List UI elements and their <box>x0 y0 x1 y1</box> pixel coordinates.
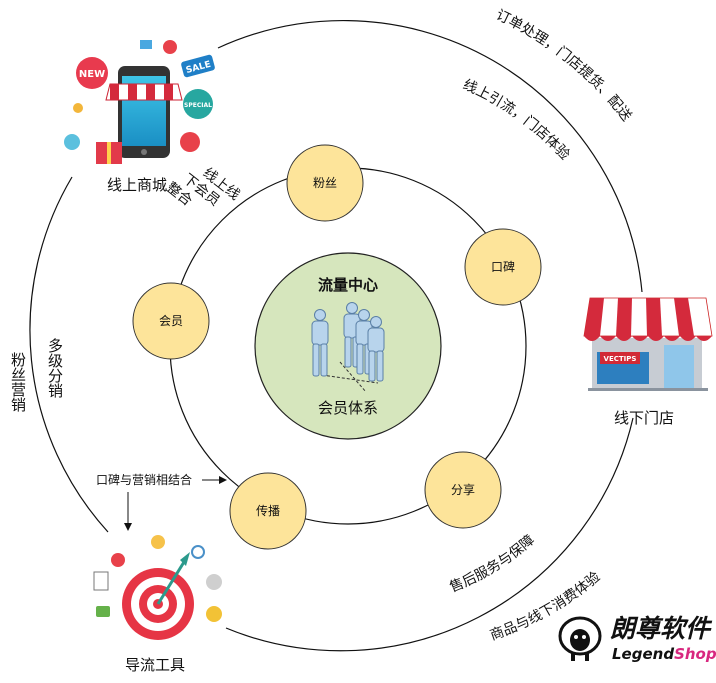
node-word-of-mouth: 口碑 <box>464 228 542 306</box>
node-share: 分享 <box>424 451 502 529</box>
flow-label: 口碑与营销相结合 <box>96 472 192 487</box>
node-word-of-mouth-label: 口碑 <box>491 259 515 274</box>
outer-arc-left <box>29 176 109 533</box>
outer-ring <box>29 19 643 652</box>
side-label-fans-marketing: 粉丝营销 <box>9 352 27 413</box>
logo-text-en: LegendShop <box>612 645 716 663</box>
center-title: 流量中心 <box>318 276 378 294</box>
store-sign: VECTIPS <box>604 355 637 363</box>
node-spread-label: 传播 <box>256 503 280 518</box>
corner-label-online-mall: 线上商城 <box>107 176 167 194</box>
online-mall-icon: NEW SALE SPECIAL <box>64 40 215 164</box>
arc-label-online-traffic: 线上引流，门店体验 <box>460 77 572 163</box>
sheep-logo-icon <box>558 616 602 661</box>
logo-text-shop: Shop <box>674 645 716 663</box>
node-fans-label: 粉丝 <box>313 176 337 190</box>
legendshop-logo: 朗尊软件 LegendShop <box>558 614 716 663</box>
corner-label-traffic-tools: 导流工具 <box>125 656 185 674</box>
mall-badge-special: SPECIAL <box>184 102 212 109</box>
node-share-label: 分享 <box>451 482 475 497</box>
corner-label-offline-store: 线下门店 <box>614 409 674 427</box>
offline-store-icon: VECTIPS <box>583 297 713 391</box>
node-spread: 传播 <box>229 472 307 550</box>
people-group-icon <box>311 302 385 393</box>
side-label-multi-level: 多级分销 <box>46 338 64 399</box>
arc-label-after-sales: 售后服务与保障 <box>447 532 537 596</box>
arc-label-member-merge: 线上线 下会员 整合 <box>163 165 243 209</box>
logo-text-cn: 朗尊软件 <box>610 614 713 643</box>
traffic-tools-icon <box>93 535 222 640</box>
mall-badge-new: NEW <box>79 69 105 80</box>
outer-arc-right-bottom <box>225 417 634 652</box>
node-member-label: 会员 <box>159 314 183 328</box>
node-fans: 粉丝 <box>286 144 364 222</box>
center-subtitle: 会员体系 <box>318 399 378 417</box>
logo-text-legend: Legend <box>612 645 674 663</box>
outer-arc-top <box>217 19 643 293</box>
node-member: 会员 <box>132 282 210 360</box>
